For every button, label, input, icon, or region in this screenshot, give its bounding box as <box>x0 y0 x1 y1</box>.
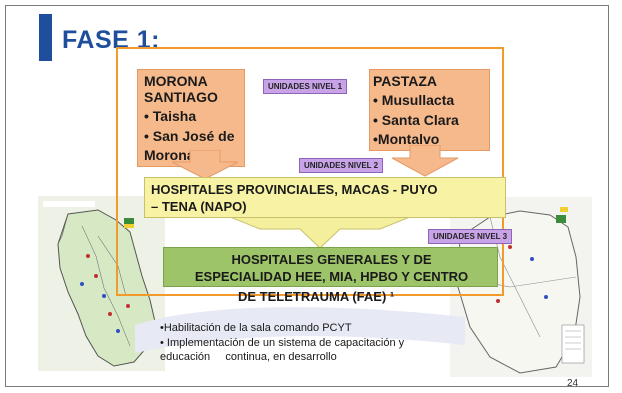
list-item: • San José de <box>144 128 235 144</box>
down-arrow-center <box>230 217 410 249</box>
slide-title: FASE 1: <box>62 26 160 54</box>
yellow-box-text: HOSPITALES PROVINCIALES, MACAS - PUYO – … <box>151 181 501 215</box>
hospitales-provinciales-box: HOSPITALES PROVINCIALES, MACAS - PUYO – … <box>144 177 506 218</box>
hospitales-generales-box: HOSPITALES GENERALES Y DE ESPECIALIDAD H… <box>163 247 498 287</box>
box-heading: SANTIAGO <box>144 89 218 105</box>
green-line-1: HOSPITALES GENERALES Y DE <box>231 252 432 267</box>
decorative-swoosh <box>135 307 465 353</box>
orange-frame <box>116 47 504 296</box>
down-arrow-left <box>171 150 239 180</box>
bullet-item-continuation: educación continua, en desarrollo <box>160 351 337 363</box>
box-heading: PASTAZA <box>373 73 438 89</box>
map-morona-santiago <box>38 196 165 371</box>
title-accent-bar <box>39 14 52 61</box>
teletrauma-label: DE TELETRAUMA (FAE) ¹ <box>238 289 395 304</box>
list-item: • Musullacta <box>373 92 455 108</box>
bullet-item: • Implementación de un sistema de capaci… <box>160 336 405 349</box>
list-item: •Montalvo <box>373 131 440 147</box>
tag-unidades-nivel-2: UNIDADES NIVEL 2 <box>299 158 384 173</box>
bullet-list: •Habilitación de la sala comando PCYT • … <box>160 321 460 365</box>
tag-unidades-nivel-3: UNIDADES NIVEL 3 <box>428 229 513 244</box>
tag-unidades-nivel-1: UNIDADES NIVEL 1 <box>263 79 348 94</box>
list-item: Morona <box>144 147 195 163</box>
yellow-line-2: – TENA (NAPO) <box>151 199 247 214</box>
bullet-item: •Habilitación de la sala comando PCYT <box>160 322 352 334</box>
page-number: 24 <box>567 378 579 389</box>
list-item: • Taisha <box>144 108 197 124</box>
down-arrow-right <box>391 145 459 177</box>
box-heading: MORONA <box>144 73 208 89</box>
green-box-text: HOSPITALES GENERALES Y DE ESPECIALIDAD H… <box>164 251 499 285</box>
pastaza-box: PASTAZA • Musullacta • Santa Clara •Mont… <box>369 69 490 151</box>
yellow-line-1: HOSPITALES PROVINCIALES, MACAS - PUYO <box>151 182 438 197</box>
list-item: • Santa Clara <box>373 112 459 128</box>
green-line-2: ESPECIALIDAD HEE, MIA, HPBO Y CENTRO <box>194 269 469 284</box>
